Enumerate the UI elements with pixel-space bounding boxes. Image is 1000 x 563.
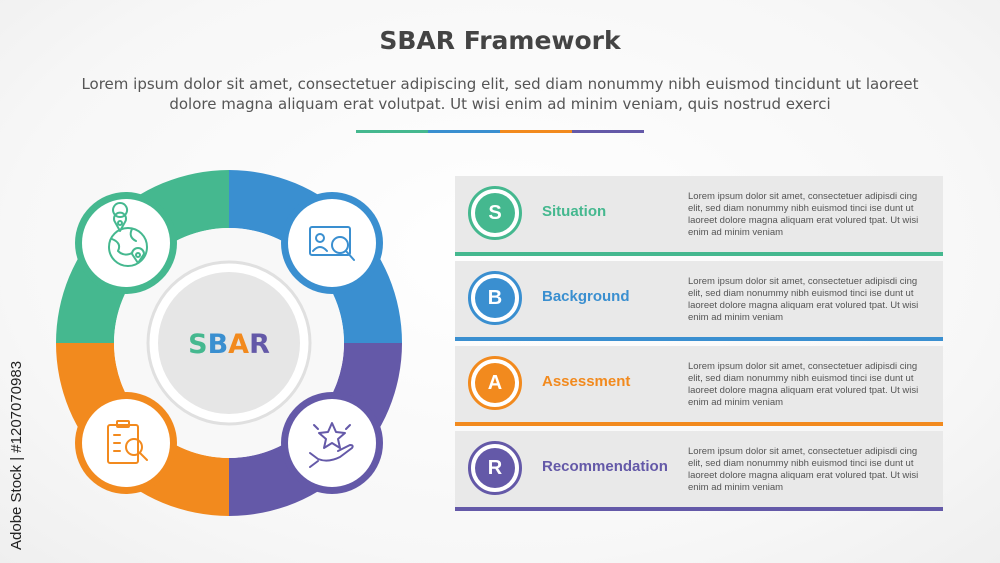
page-subtitle: Lorem ipsum dolor sit amet, consectetuer… (81, 75, 919, 113)
hub-letter-b: B (208, 329, 229, 360)
page-title: SBAR Framework (379, 26, 621, 55)
item-label: Assessment (542, 373, 631, 390)
badge-letter: B (475, 278, 515, 318)
divider-assessment (500, 130, 572, 133)
item-description: Lorem ipsum dolor sit amet, consectetuer… (688, 446, 919, 493)
bubble-background (281, 192, 383, 294)
item-label: Situation (542, 203, 607, 220)
hub-letter-a: A (228, 329, 249, 360)
clipboard-search-icon (107, 420, 148, 464)
badge-situation: S (468, 186, 522, 240)
badge-assessment: A (468, 356, 522, 410)
item-underline (455, 422, 943, 426)
list-item-situation: S Situation Lorem ipsum dolor sit amet, … (455, 176, 943, 256)
item-description: Lorem ipsum dolor sit amet, consectetuer… (688, 276, 919, 323)
bubble-assessment (75, 392, 177, 494)
divider-recommendation (572, 130, 644, 133)
item-label: Recommendation (542, 458, 668, 475)
item-underline (455, 337, 943, 341)
badge-background: B (468, 271, 522, 325)
bubble-recommendation (281, 392, 383, 494)
hub-circle (158, 272, 300, 414)
badge-letter: R (475, 448, 515, 488)
list-item-recommendation: R Recommendation Lorem ipsum dolor sit a… (455, 431, 943, 511)
list-item-assessment: A Assessment Lorem ipsum dolor sit amet,… (455, 346, 943, 426)
map-location-icon (108, 202, 148, 267)
sbar-wheel: SBAR (56, 170, 402, 516)
hub-letter-r: R (249, 329, 270, 360)
bubble-situation (75, 192, 177, 294)
divider-background (428, 130, 500, 133)
hand-star-icon (309, 422, 354, 468)
badge-recommendation: R (468, 441, 522, 495)
stock-watermark: Adobe Stock | #1207070983 (8, 360, 25, 550)
item-underline (455, 252, 943, 256)
item-label: Background (542, 288, 630, 305)
item-description: Lorem ipsum dolor sit amet, consectetuer… (688, 191, 919, 238)
divider-situation (356, 130, 428, 133)
hub-letter-s: S (188, 329, 207, 360)
item-underline (455, 507, 943, 511)
hub-label: SBAR (188, 329, 270, 360)
id-card-search-icon (309, 226, 355, 261)
list-item-background: B Background Lorem ipsum dolor sit amet,… (455, 261, 943, 341)
badge-letter: A (475, 363, 515, 403)
badge-letter: S (475, 193, 515, 233)
item-description: Lorem ipsum dolor sit amet, consectetuer… (688, 361, 919, 408)
